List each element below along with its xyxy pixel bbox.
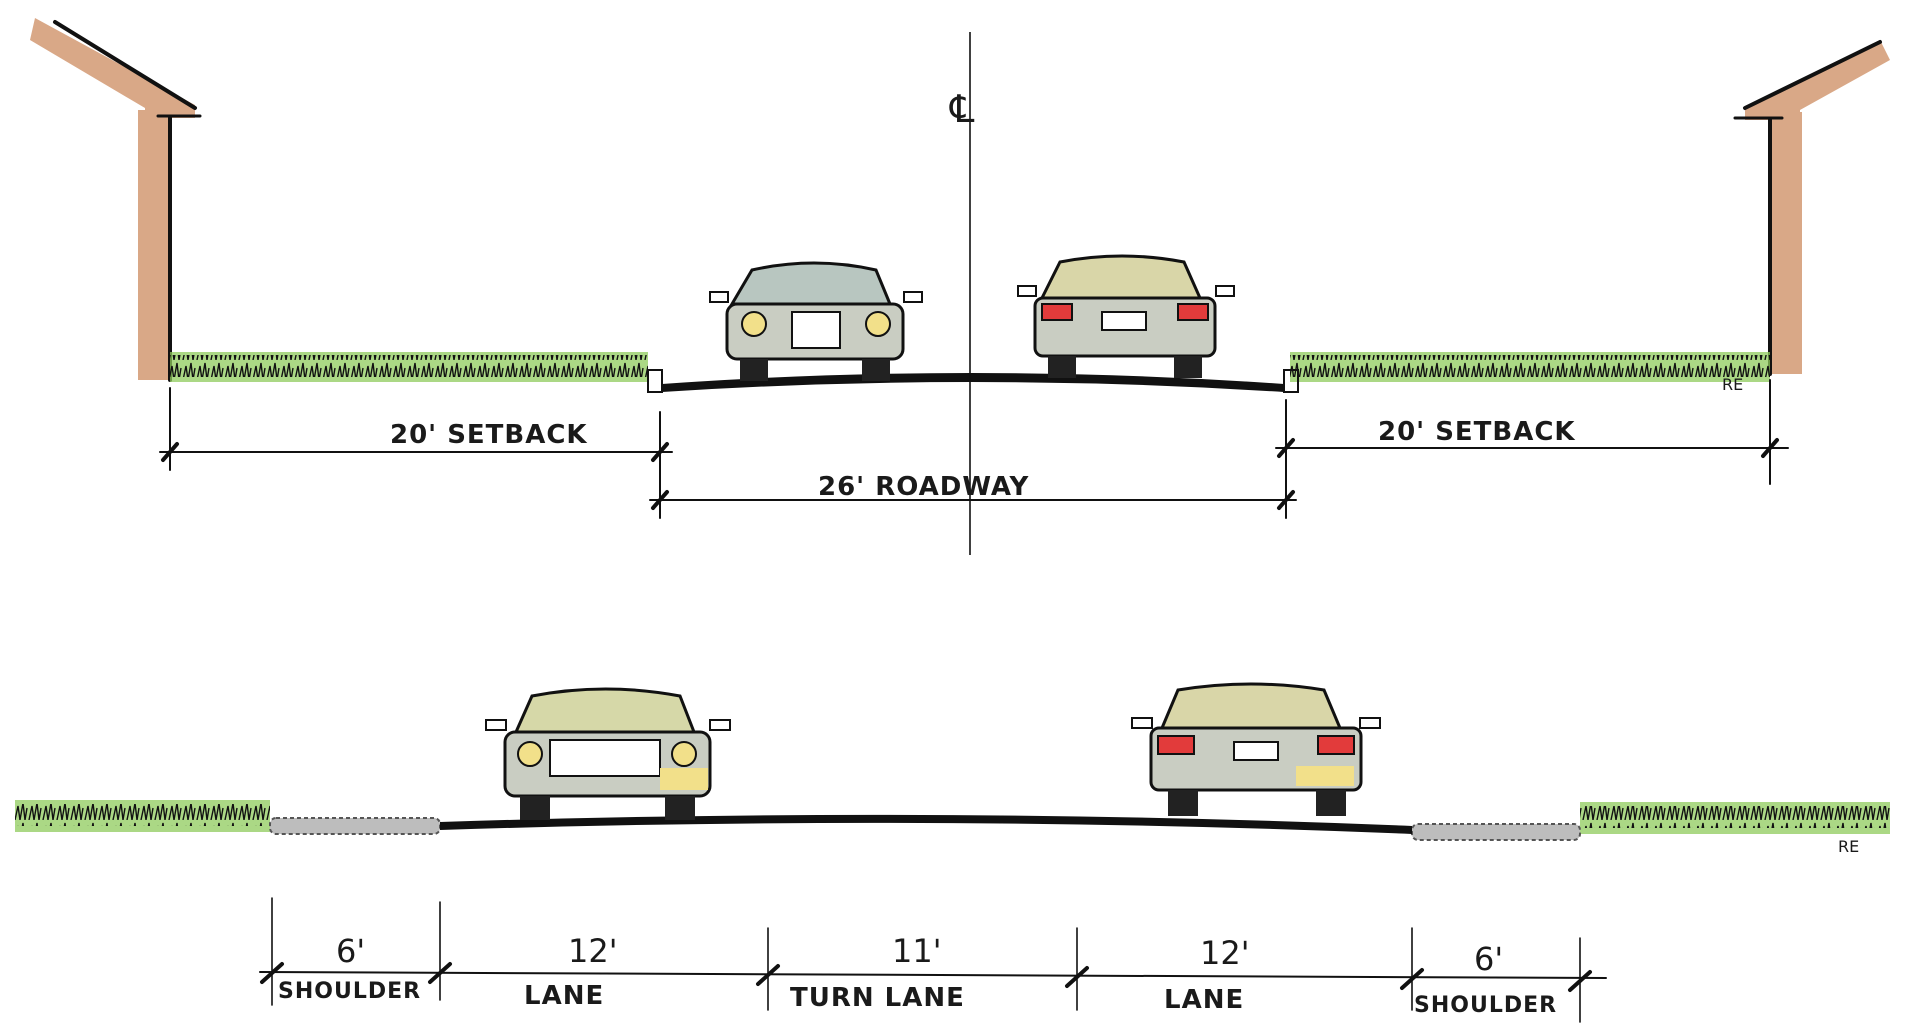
bottom-left-grass xyxy=(15,800,270,832)
bottom-right-grass xyxy=(1580,802,1890,834)
left-building-wall xyxy=(30,18,202,382)
segment-label: SHOULDER xyxy=(278,979,421,1004)
segment-label: SHOULDER xyxy=(1414,993,1557,1018)
left-grass-strip xyxy=(170,352,648,382)
segment-shoulder-right: 6' SHOULDER xyxy=(1414,940,1557,1018)
right-building-wall xyxy=(1733,40,1890,376)
segment-turn-lane: 11' TURN LANE xyxy=(790,932,965,1013)
top-signature: RE xyxy=(1722,375,1743,394)
left-curb xyxy=(647,369,663,393)
segment-lane-left: 12' LANE xyxy=(524,932,618,1011)
bottom-section: RE 6' SHOULDER 12' LANE 11' TURN LANE 12… xyxy=(15,682,1890,1023)
right-setback-label: 20' SETBACK xyxy=(1378,417,1576,447)
bottom-right-gravel-shoulder xyxy=(1411,823,1581,841)
bottom-signature: RE xyxy=(1838,837,1859,856)
centerline-symbol: ℄ xyxy=(949,87,975,131)
segment-width: 12' xyxy=(568,932,618,970)
right-grass-strip xyxy=(1290,352,1770,382)
bottom-roadway-surface xyxy=(440,814,1412,834)
top-car-rear xyxy=(1017,254,1235,378)
segment-width: 6' xyxy=(1474,940,1503,978)
top-roadway-surface xyxy=(662,373,1284,392)
right-curb xyxy=(1283,369,1299,393)
left-setback-label: 20' SETBACK xyxy=(390,420,588,450)
segment-width: 11' xyxy=(892,932,942,970)
bottom-dimension-lines xyxy=(259,897,1607,1023)
roadway-label: 26' ROADWAY xyxy=(818,472,1029,502)
top-car-front xyxy=(709,261,923,381)
top-dimension-lines xyxy=(159,379,1789,519)
bottom-left-gravel-shoulder xyxy=(269,817,441,835)
bottom-car-rear xyxy=(1131,682,1381,816)
bottom-car-front xyxy=(485,687,731,820)
segment-label: LANE xyxy=(1164,985,1244,1015)
segment-label: TURN LANE xyxy=(790,983,965,1013)
segment-shoulder-left: 6' SHOULDER xyxy=(278,932,421,1004)
segment-width: 12' xyxy=(1200,934,1250,972)
segment-width: 6' xyxy=(336,932,365,970)
segment-lane-right: 12' LANE xyxy=(1164,934,1250,1015)
top-section: ℄ RE xyxy=(30,18,1890,555)
segment-label: LANE xyxy=(524,981,604,1011)
